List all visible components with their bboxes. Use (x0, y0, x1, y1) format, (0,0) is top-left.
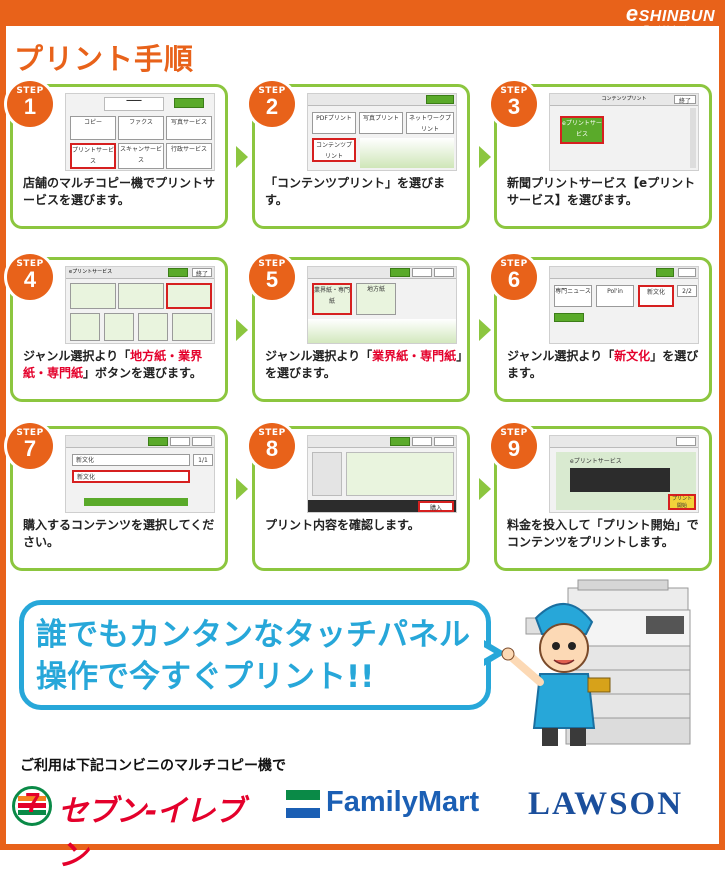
step-caption: 「コンテンツプリント」を選びます。 (265, 176, 446, 207)
arrow-icon (236, 319, 248, 341)
bubble-message: 誰でもカンタンなタッチパネル 操作で今すぐプリント!! (36, 617, 470, 695)
lawson-logo[interactable]: LAWSON (528, 786, 684, 822)
step-caption: ジャンル選択より「地方紙・業界紙・専門紙」ボタンを選びます。 (23, 349, 203, 380)
screen-thumbnail: eプリントサービス プリント開始 (549, 435, 699, 513)
header-bar: eSHINBUN 電子出版ポータルサイト (0, 0, 725, 33)
brand-logo[interactable]: eSHINBUN 電子出版ポータルサイト (626, 1, 715, 33)
page-title: プリント手順 (14, 42, 195, 76)
step-caption: 店舗のマルチコピー機でプリントサービスを選びます。 (23, 176, 216, 207)
screen-thumbnail: 業界紙・専門紙 地方紙 (307, 266, 457, 344)
arrow-icon (479, 146, 491, 168)
arrow-icon (236, 146, 248, 168)
copier-mascot-illustration (501, 579, 691, 746)
screen-thumbnail: 専門ニュース Pol'in 新文化 2/2 (549, 266, 699, 344)
step-caption: ジャンル選択より「業界紙・専門紙」を選びます。 (265, 349, 463, 380)
screen-thumbnail: eプリントサービス 終了 (65, 266, 215, 344)
screen-thumbnail: 購入 (307, 435, 457, 513)
arrow-icon (236, 478, 248, 500)
brand-name: SHINBUN (638, 8, 715, 25)
screen-thumbnail: PDFプリント 写真プリント ネットワークプリント コンテンツプリント (307, 93, 457, 171)
store-note: ご利用は下記コンビニのマルチコピー機で (20, 758, 286, 774)
screen-thumbnail: コンテンツプリント 終了 eプリントサービス (549, 93, 699, 171)
brand-e: e (625, 1, 639, 26)
step-caption: 新聞プリントサービス【eプリントサービス】を選びます。 (507, 176, 696, 207)
step-caption: プリント内容を確認します。 (265, 518, 420, 532)
seven-eleven-logo[interactable]: 7 セブン-イレブン (12, 784, 262, 873)
mascot-icon (501, 602, 611, 746)
step-caption: 購入するコンテンツを選択してください。 (23, 518, 215, 549)
screen-thumbnail: ━━━━━ コピー ファクス 写真サービス プリントサービス スキャンサービス … (65, 93, 215, 171)
screen-thumbnail: 新文化 新文化 1/1 (65, 435, 215, 513)
arrow-icon (479, 319, 491, 341)
step-caption: ジャンル選択より「新文化」を選びます。 (507, 349, 699, 380)
speech-bubble (19, 600, 491, 710)
arrow-icon (479, 478, 491, 500)
step-caption: 料金を投入して「プリント開始」でコンテンツをプリントします。 (507, 518, 699, 549)
brand-subtitle: 電子出版ポータルサイト (643, 27, 715, 33)
